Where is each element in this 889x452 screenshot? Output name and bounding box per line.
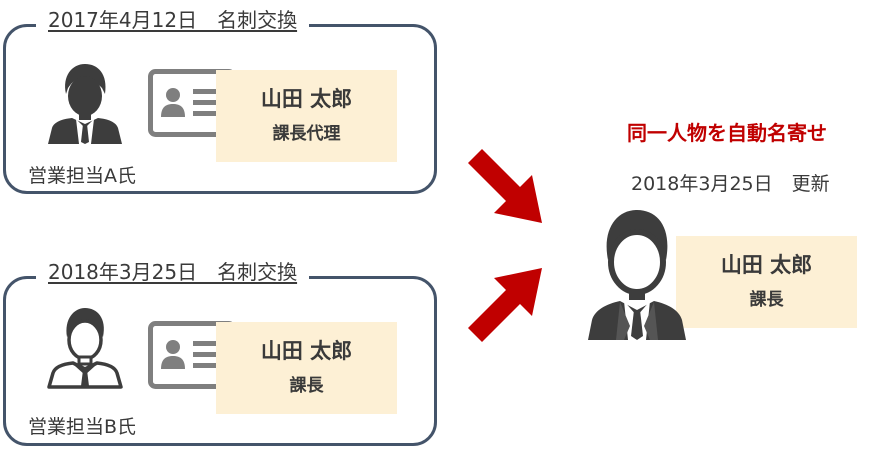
exchange-title-2018: 2018年3月25日 名刺交換	[36, 260, 310, 284]
sales-rep-b-icon	[47, 308, 123, 389]
exchange-title-2017: 2017年4月12日 名刺交換	[36, 8, 310, 32]
business-card-icon	[148, 69, 236, 137]
card-name: 山田 太郎	[720, 253, 813, 277]
card-name: 山田 太郎	[260, 339, 353, 363]
card-position: 課長	[289, 376, 324, 396]
business-card-2018: 山田 太郎 課長	[216, 322, 397, 414]
sales-rep-a-icon	[48, 64, 122, 144]
auto-merge-headline: 同一人物を自動名寄せ	[627, 121, 827, 145]
sales-rep-b-label: 営業担当B氏	[28, 416, 137, 438]
contact-person-icon	[588, 210, 686, 340]
business-card-icon	[148, 321, 236, 389]
business-card-2017: 山田 太郎 課長代理	[216, 70, 397, 162]
arrow-down-right-icon	[468, 149, 542, 223]
arrow-up-right-icon	[468, 268, 542, 342]
card-name: 山田 太郎	[260, 87, 353, 111]
card-position: 課長代理	[272, 124, 341, 144]
update-date: 2018年3月25日 更新	[631, 173, 830, 195]
merged-business-card: 山田 太郎 課長	[676, 236, 857, 328]
sales-rep-a-label: 営業担当A氏	[28, 165, 136, 187]
card-position: 課長	[749, 290, 784, 310]
